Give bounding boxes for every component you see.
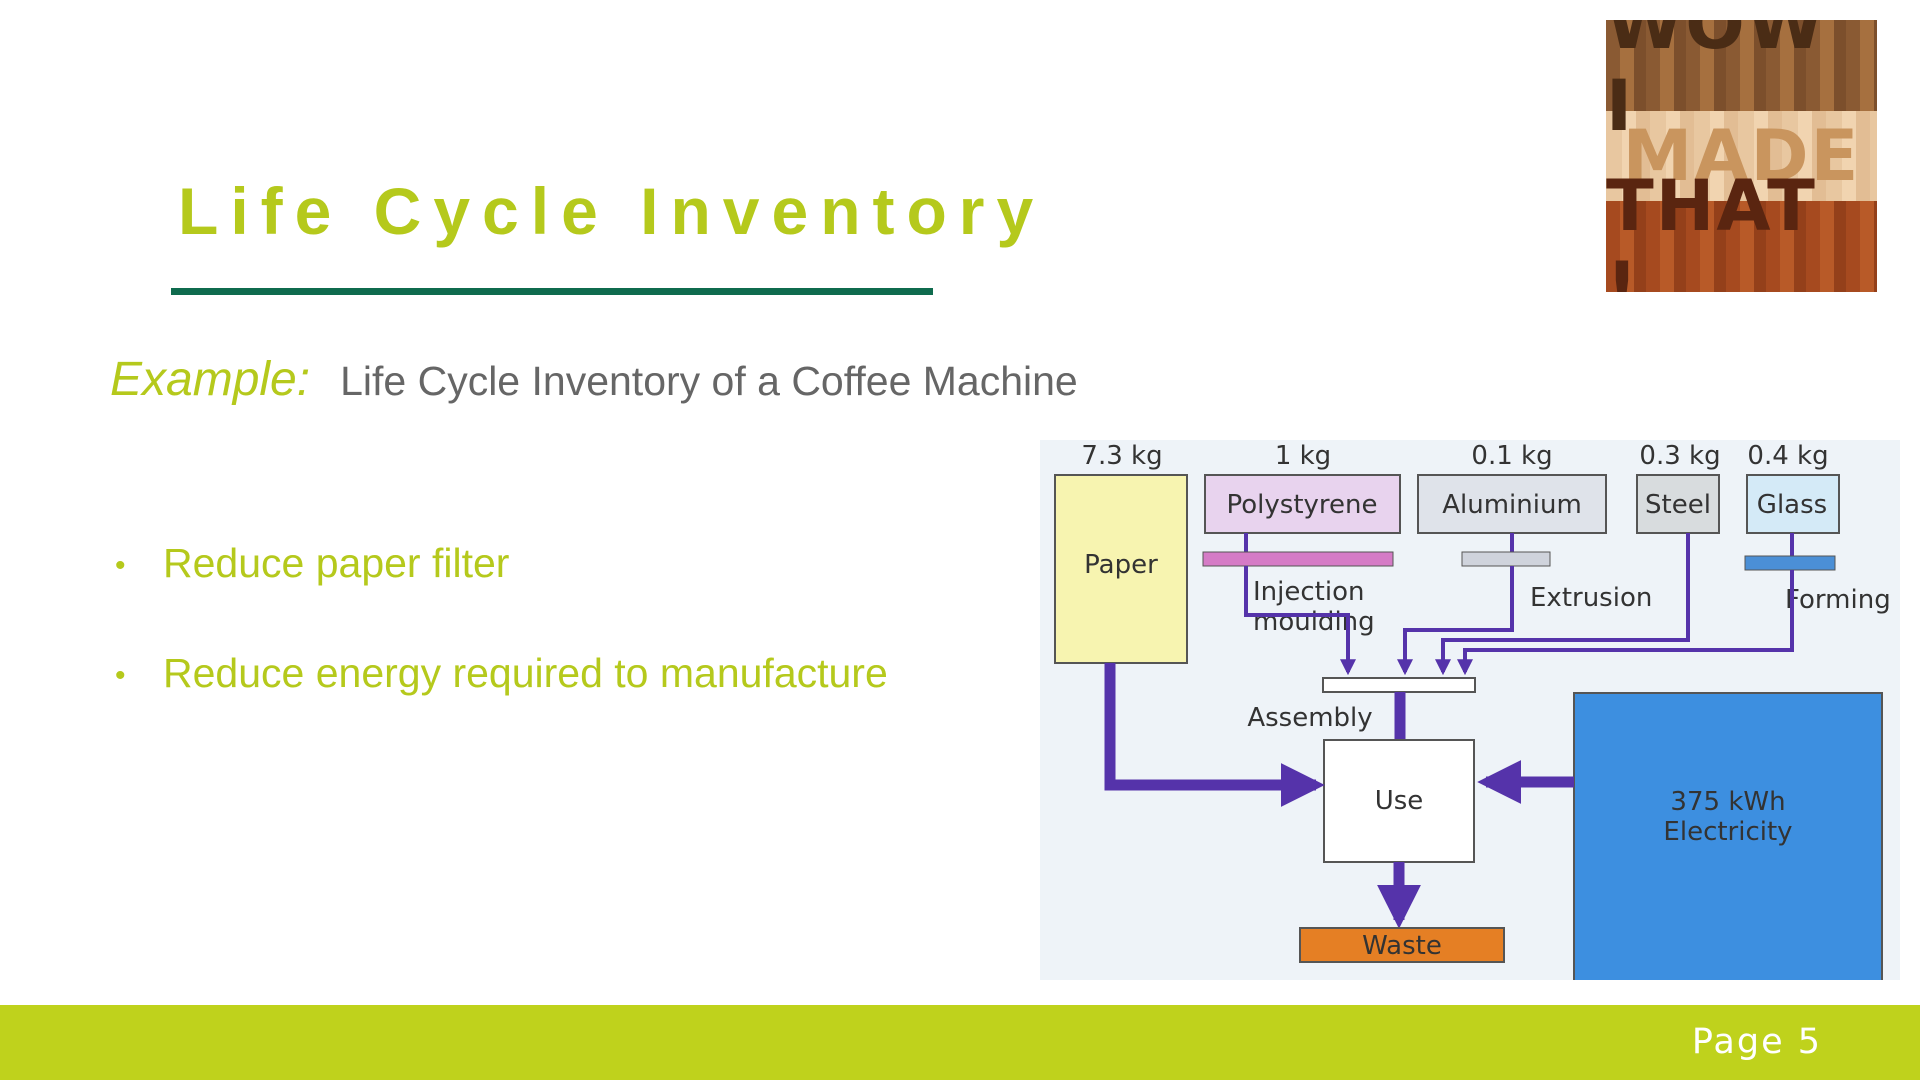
electricity-box — [1573, 692, 1883, 980]
bullet-icon: • — [115, 549, 126, 583]
weight-polystyrene: 1 kg — [1275, 441, 1331, 471]
weight-glass: 0.4 kg — [1747, 441, 1828, 471]
weight-steel: 0.3 kg — [1639, 441, 1720, 471]
bullet-text: Reduce energy required to manufacture — [163, 650, 888, 696]
bullet-text: Reduce paper filter — [163, 540, 510, 586]
polystyrene-box — [1204, 474, 1401, 534]
waste-box — [1299, 927, 1505, 963]
steel-label: Steel — [1645, 490, 1711, 520]
slide-title: Life Cycle Inventory — [178, 174, 1046, 248]
steel-flow-arrow — [1435, 533, 1690, 676]
assembly-bar — [1322, 677, 1476, 693]
injection-label-1: Injection — [1253, 577, 1364, 607]
coffee-machine-lci-diagram: 7.3 kg 1 kg 0.1 kg 0.3 kg 0.4 kg Paper P… — [1040, 440, 1900, 980]
wow-i-made-that-logo: WOW I MADE THAT ! — [1606, 20, 1877, 292]
electricity-value: 375 kWh — [1670, 787, 1785, 817]
logo-line-2: MADE — [1606, 110, 1877, 202]
extrusion-label: Extrusion — [1530, 583, 1652, 613]
bullet-item: • Reduce energy required to manufacture — [115, 650, 888, 697]
assembly-label: Assembly — [1247, 703, 1372, 733]
paper-label: Paper — [1084, 550, 1158, 580]
glass-flow-arrow — [1457, 570, 1794, 676]
steel-box — [1636, 474, 1720, 534]
subtitle-text: Life Cycle Inventory of a Coffee Machine — [340, 358, 1078, 404]
aluminium-flow-arrow — [1397, 566, 1514, 676]
logo-line-3: THAT ! — [1606, 165, 1877, 292]
weight-aluminium: 0.1 kg — [1471, 441, 1552, 471]
aluminium-label: Aluminium — [1442, 490, 1582, 520]
glass-label: Glass — [1757, 490, 1827, 520]
use-label: Use — [1375, 786, 1424, 816]
waste-label: Waste — [1362, 931, 1442, 961]
forming-bar — [1744, 555, 1836, 571]
paper-flow-arrow — [1104, 663, 1325, 807]
paper-box — [1054, 474, 1188, 664]
injection-bar — [1202, 551, 1394, 567]
page-number: Page 5 — [1691, 1022, 1822, 1062]
title-underline — [171, 288, 933, 295]
bullet-list: • Reduce paper filter • Reduce energy requ… — [115, 540, 888, 760]
electricity-label: Electricity — [1663, 817, 1792, 847]
use-box — [1323, 739, 1475, 863]
logo-line-1: WOW I — [1606, 20, 1877, 147]
bullet-item: • Reduce paper filter — [115, 540, 888, 587]
weight-paper: 7.3 kg — [1081, 441, 1162, 471]
subtitle: Example: Life Cycle Inventory of a Coffee… — [110, 352, 1078, 407]
polystyrene-label: Polystyrene — [1227, 490, 1378, 520]
polystyrene-flow-arrow — [1244, 566, 1356, 676]
footer-bar: Page 5 — [0, 1005, 1920, 1080]
extrusion-bar — [1461, 551, 1551, 567]
bullet-icon: • — [115, 659, 126, 693]
injection-label-2: moulding — [1253, 607, 1375, 637]
forming-label: Forming — [1785, 585, 1891, 615]
subtitle-label: Example: — [110, 353, 311, 406]
